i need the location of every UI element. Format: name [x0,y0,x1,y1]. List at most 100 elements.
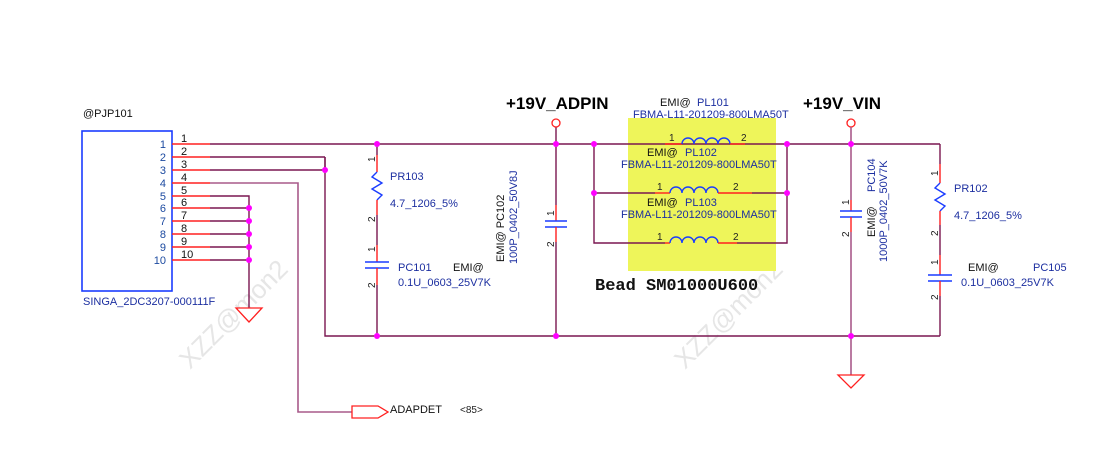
junction-dot [246,244,252,250]
ground-icon [234,307,264,323]
bead-label: Bead SM01000U600 [595,277,758,296]
pin-number: 2 [733,182,739,193]
rail-adpin: +19V_ADPIN [506,94,609,113]
pc105-emi: EMI@ [968,262,999,274]
power-port-icon [551,118,561,128]
pl103-ref: PL103 [685,197,717,209]
connector-part: SINGA_2DC3207-000111F [83,296,216,308]
connector-inner-pin-number: 4 [160,178,166,190]
pin-number: 1 [657,232,663,243]
connector-outer-pin-number: 6 [181,197,187,209]
junction-dot [553,333,559,339]
offpage-ref: <85> [460,405,483,416]
junction-dot [784,190,790,196]
pc104-ref: PC104 [866,158,878,192]
pin-number: 1 [546,210,557,216]
pin-number: 2 [930,230,941,236]
pin-number: 2 [367,216,378,222]
pl103-value: FBMA-L11-201209-800LMA50T [621,209,777,221]
pr102-value: 4.7_1206_5% [954,210,1022,222]
pc105-ref: PC105 [1033,262,1067,274]
connector-inner-pin-number: 5 [160,191,166,203]
pc102-ref: EMI@ PC102 [495,195,507,262]
pc104-value: 1000P_0402_50V7K [878,160,890,262]
connector-inner-pin-number: 9 [160,242,166,254]
connector-outer-pin-number: 2 [181,146,187,158]
junction-dot [784,141,790,147]
connector-inner-pin-number: 2 [160,152,166,164]
wire [737,144,788,244]
inductor-icon[interactable] [669,236,719,244]
pc102-value: 100P_0402_50V8J [508,170,520,264]
pc104-emi: EMI@ [866,206,878,237]
bead-highlight [628,118,776,271]
watermark: XZZ@mon2 [173,254,294,375]
pr103-value: 4.7_1206_5% [390,198,458,210]
connector-inner-pin-number: 1 [160,139,166,151]
pin-number: 2 [841,231,852,237]
pin-number: 2 [367,282,378,288]
connector-outer-pin-number: 1 [181,133,187,145]
inductor-icon[interactable] [669,186,719,194]
pin-number: 2 [930,294,941,300]
connector-outer-pin-number: 3 [181,159,187,171]
pc101-emi: EMI@ [453,262,484,274]
inductor-icon[interactable] [681,137,731,145]
offpage-connector-icon[interactable] [351,405,390,419]
pr103-ref: PR103 [390,171,424,183]
connector-outer-pin-number: 8 [181,223,187,235]
pl101-ref: PL101 [697,97,729,109]
ground-icon [836,374,866,389]
connector-inner-pin-number: 7 [160,216,166,228]
pin-number: 2 [733,232,739,243]
junction-dot [246,231,252,237]
junction-dot [848,333,854,339]
gnd-wire [210,195,250,308]
connector-outer-pin-number: 9 [181,236,187,248]
junction-dot [591,141,597,147]
junctions [246,141,854,339]
gnd-return-wire [324,157,940,337]
connector-outer-pin-number: 10 [181,249,193,261]
connector-outer-pin-number: 4 [181,172,187,184]
connector-inner-pin-number: 6 [160,203,166,215]
pl103-emi: EMI@ [647,197,678,209]
junction-dot [374,141,380,147]
pl102-emi: EMI@ [647,147,678,159]
resistor-icon[interactable] [933,182,947,212]
pin-number: 1 [657,182,663,193]
pin-number: 1 [930,259,941,265]
junction-dot [246,218,252,224]
pl102-ref: PL102 [685,147,717,159]
junction-dot [246,205,252,211]
pl102-value: FBMA-L11-201209-800LMA50T [621,159,777,171]
power-port-icon [846,118,856,128]
junction-dot [374,333,380,339]
connector-inner-pin-number: 8 [160,229,166,241]
pl101-emi: EMI@ [660,97,691,109]
connector-body[interactable] [81,130,173,292]
pin-number: 1 [669,133,675,144]
junction-dot [553,141,559,147]
connector-inner-pin-number: 10 [154,255,166,267]
watermark: XZZ@mon2 [668,254,789,375]
pc101-ref: PC101 [398,262,432,274]
resistor-icon[interactable] [370,171,384,201]
pr102-ref: PR102 [954,183,988,195]
junction-dot [591,190,597,196]
pin-number: 2 [741,133,747,144]
connector-inner-pin-number: 3 [160,165,166,177]
junction-dot [246,257,252,263]
connector-outer-pin-number: 7 [181,210,187,222]
adapdet-wire [210,182,352,413]
pin-number: 2 [546,241,557,247]
pc101-value: 0.1U_0603_25V7K [398,277,492,289]
junction-dot [322,167,328,173]
rail-vin: +19V_VIN [803,94,881,113]
connector-outer-pin-number: 5 [181,185,187,197]
connector-ref: @PJP101 [83,108,133,120]
pl101-value: FBMA-L11-201209-800LMA50T [633,109,789,121]
pin-number: 1 [367,246,378,252]
